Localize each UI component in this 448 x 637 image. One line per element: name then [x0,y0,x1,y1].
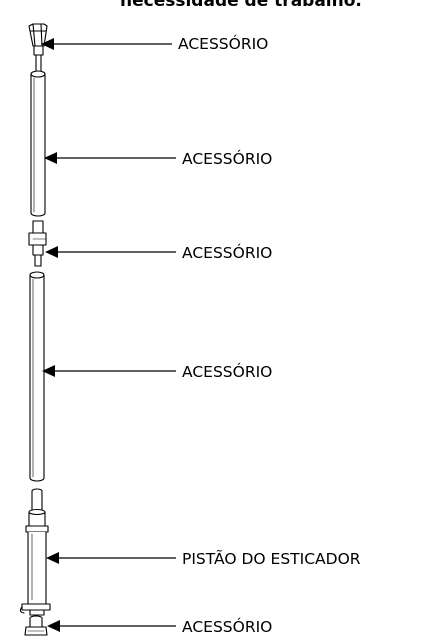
upper-tube-part [30,70,46,217]
lower-tube-part [29,271,45,482]
leader-arrow-5 [46,552,176,564]
label-accessory-top: ACESSÓRIO [178,34,268,53]
label-accessory-bottom: ACESSÓRIO [182,617,272,636]
label-tensioner-piston: PISTÃO DO ESTICADOR [182,549,361,568]
top-fitting-part [28,23,48,72]
leader-arrow-4 [42,365,176,377]
leader-arrow-1 [41,38,172,50]
label-accessory-upper-tube: ACESSÓRIO [182,149,272,168]
leader-arrow-2 [44,152,176,164]
bottom-fitting-part [24,615,48,636]
leader-arrow-3 [45,246,176,258]
tensioner-piston-part [19,488,51,616]
label-accessory-coupling: ACESSÓRIO [182,243,272,262]
heading-text: necessidade de trabalho. [120,0,362,11]
leader-arrow-6 [47,620,176,632]
label-accessory-lower-tube: ACESSÓRIO [182,362,272,381]
coupling-part [28,220,47,267]
